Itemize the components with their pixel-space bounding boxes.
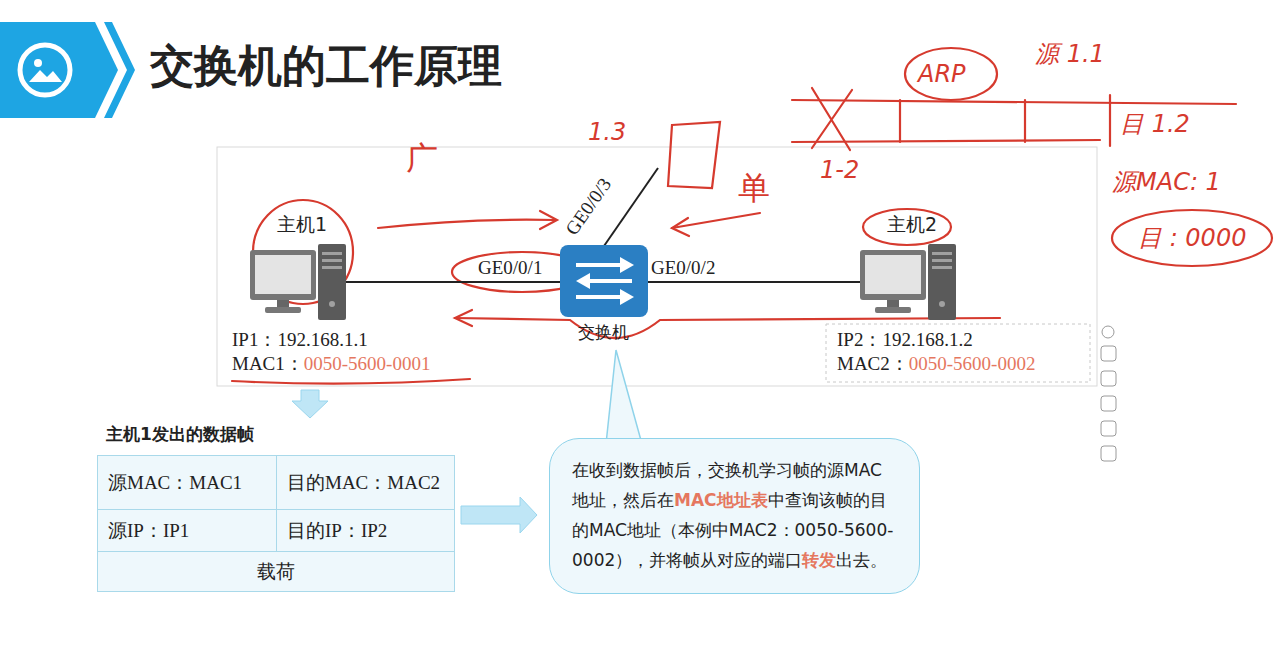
text-line: 主机1发出的数据帧: [106, 422, 254, 446]
callout-bubble: 在收到数据帧后，交换机学习帧的源MAC地址，然后在MAC地址表中查询该帧的目的M…: [549, 438, 920, 594]
text-line: 交换机: [578, 321, 629, 343]
highlight-text: 转发: [802, 550, 836, 570]
pc-icon: [250, 244, 346, 322]
edit-toolbar: [1101, 326, 1116, 461]
port-label: GE0/0/1: [478, 256, 542, 280]
highlight-text: 0050-5600-0002: [909, 353, 1036, 374]
table-cell: 载荷: [97, 551, 455, 592]
text-line: MAC1：0050-5600-0001: [232, 352, 430, 376]
handwritten-note: 广: [406, 140, 438, 176]
text-line: 源IP：IP1: [108, 519, 189, 543]
picture-icon-sun: [34, 59, 42, 67]
highlight-text: MAC地址表: [674, 490, 768, 510]
flow-arrow: [461, 497, 537, 533]
table-cell: 源MAC：MAC1: [97, 455, 277, 510]
handwritten-note: 源MAC: 1: [1112, 168, 1221, 196]
handwritten-note: ARP: [918, 60, 966, 88]
text-line: 源MAC：MAC1: [108, 471, 242, 495]
highlight-text: 0050-5600-0001: [304, 353, 431, 374]
flow-arrow: [292, 390, 328, 418]
node-text: 主机1发出的数据帧: [106, 424, 254, 444]
diagram-frame: [217, 147, 1097, 386]
node-text: 目的MAC：MAC2: [287, 472, 440, 493]
node-text: 主机1: [277, 213, 327, 235]
node-text: 交换机: [578, 322, 629, 342]
node-text: IP2：192.168.1.2: [837, 329, 973, 350]
handwritten-note: 单: [738, 170, 770, 206]
cable-stub: [833, 281, 860, 283]
table-cell: 目的IP：IP2: [276, 509, 455, 552]
node-text: MAC1：: [232, 353, 304, 374]
selection-box: [826, 324, 1090, 382]
handwritten-note: 1.3: [588, 118, 626, 146]
text-line: 目的MAC：MAC2: [287, 471, 440, 495]
text-line: 载荷: [257, 560, 295, 584]
frame-table: 主机1发出的数据帧源MAC：MAC1 目的MAC：MAC2 源IP：IP1 目的IP：…: [97, 422, 455, 594]
node-text: 主机2: [887, 213, 937, 235]
host-node: 主机1IP1：192.168.1.1MAC1：0050-5600-0001: [228, 212, 435, 378]
port-wire: [604, 168, 658, 246]
handwritten-note: 目 : 0000: [1138, 224, 1246, 252]
node-text: IP1：192.168.1.1: [232, 329, 368, 350]
handwritten-note: 1-2: [820, 156, 859, 184]
ethernet-cable: [633, 281, 833, 283]
handwritten-marks: [232, 48, 1272, 384]
cable-stub: [346, 281, 435, 283]
table-cell: 源IP：IP1: [97, 509, 277, 552]
pc-icon: [860, 244, 956, 322]
text-line: 目的IP：IP2: [287, 519, 387, 543]
ethernet-cable: [435, 281, 560, 283]
table-cell: 目的MAC：MAC2: [276, 455, 455, 510]
node-text: MAC2：: [837, 353, 909, 374]
text-line: 主机1: [277, 212, 327, 236]
text-line: MAC2：0050-5600-0002: [837, 352, 1035, 376]
text-line: IP2：192.168.1.2: [837, 328, 973, 352]
node-text: 源MAC：MAC1: [108, 472, 242, 493]
slide-title: 交换机的工作原理: [150, 42, 502, 90]
picture-icon: [20, 45, 70, 95]
port-label: GE0/0/2: [651, 256, 715, 280]
node-text: 源IP：IP1: [108, 520, 189, 541]
node-text: 出去。: [836, 550, 887, 570]
text-line: 在收到数据帧后，交换机学习帧的源MAC地址，然后在MAC地址表中查询该帧的目的M…: [572, 455, 897, 575]
handwritten-note: 目 1.2: [1120, 110, 1190, 138]
picture-icon-hill: [29, 70, 62, 82]
header-band: [0, 22, 118, 118]
text-line: IP1：192.168.1.1: [232, 328, 368, 352]
header-chevron: [104, 22, 135, 118]
text-line: 主机2: [887, 212, 937, 236]
node-text: 载荷: [257, 561, 295, 582]
switch-icon: [560, 245, 648, 317]
port-label: GE0/0/3: [560, 173, 617, 240]
node-text: 目的IP：IP2: [287, 520, 387, 541]
callout-tail: [606, 350, 642, 444]
handwritten-note: 源 1.1: [1035, 40, 1105, 68]
switch-node: 交换机: [560, 245, 633, 345]
host-node: 主机2IP2：192.168.1.2MAC2：0050-5600-0002: [833, 212, 1040, 378]
